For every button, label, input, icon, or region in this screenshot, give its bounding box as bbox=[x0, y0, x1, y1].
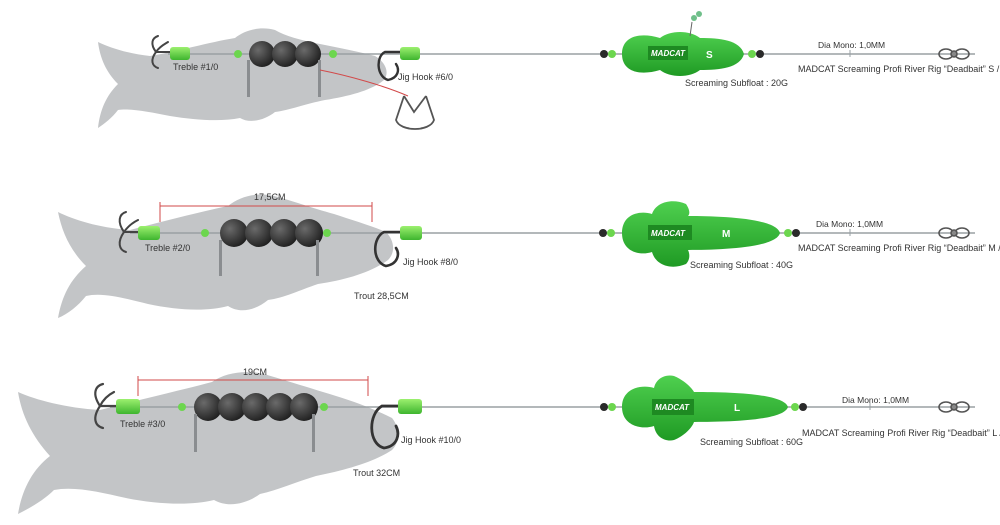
rig-label: MADCAT Screaming Profi River Rig “Deadba… bbox=[802, 428, 1000, 438]
rattle-bead bbox=[266, 393, 294, 421]
rattle-bead bbox=[194, 393, 222, 421]
bait-pin bbox=[194, 414, 197, 452]
treble-sleeve bbox=[116, 399, 140, 414]
jig-sleeve bbox=[398, 399, 422, 414]
rig-large: 19CM Treble #3/0 Jig Hook #10/0 Trout 32… bbox=[18, 367, 1000, 514]
treble-hook bbox=[118, 211, 141, 253]
bait-pin bbox=[316, 240, 319, 276]
bait-clip-icon bbox=[395, 95, 435, 130]
brand-logo bbox=[648, 46, 688, 60]
rig-small: Treble #1/0 Jig Hook #6/0 MADCAT S bbox=[98, 11, 1000, 130]
svg-text:MADCAT: MADCAT bbox=[651, 229, 686, 238]
mono-label: Dia Mono: 1,0MM bbox=[818, 40, 885, 50]
stopper-bead bbox=[234, 50, 242, 58]
rattle-bead bbox=[290, 393, 318, 421]
stopper-bead bbox=[178, 403, 186, 411]
rattle-bead bbox=[218, 393, 246, 421]
rattle-icon bbox=[696, 11, 702, 17]
rattle-bead bbox=[249, 41, 275, 67]
jig-sleeve bbox=[400, 47, 420, 60]
float-bead bbox=[799, 403, 807, 411]
rig-label: MADCAT Screaming Profi River Rig “Deadba… bbox=[798, 64, 1000, 74]
swivel-icon bbox=[938, 48, 970, 60]
jig-sleeve bbox=[400, 226, 422, 240]
measure-bracket bbox=[137, 376, 369, 396]
treble-label: Treble #3/0 bbox=[120, 419, 165, 429]
fish-silhouette bbox=[58, 194, 394, 318]
measure-bracket bbox=[159, 202, 373, 222]
float-bead bbox=[608, 50, 616, 58]
treble-sleeve bbox=[138, 226, 160, 240]
trout-label: Trout 32CM bbox=[353, 468, 400, 478]
jig-hook bbox=[370, 404, 402, 450]
float-bead bbox=[784, 229, 792, 237]
svg-text:MADCAT: MADCAT bbox=[651, 49, 686, 58]
float-bead bbox=[791, 403, 799, 411]
treble-label: Treble #1/0 bbox=[173, 62, 218, 72]
rattle-bead bbox=[272, 41, 298, 67]
rattle-bead bbox=[245, 219, 273, 247]
mono-label: Dia Mono: 1,0MM bbox=[816, 219, 883, 229]
swivel-icon bbox=[938, 401, 970, 413]
bait-pin bbox=[219, 240, 222, 276]
float-bead bbox=[600, 50, 608, 58]
float-bead bbox=[608, 403, 616, 411]
brand-logo bbox=[652, 399, 694, 415]
float-bead bbox=[599, 229, 607, 237]
fish-silhouette bbox=[98, 28, 387, 129]
detail-arrow bbox=[319, 69, 409, 97]
rattle-bead bbox=[295, 41, 321, 67]
float-bead bbox=[748, 50, 756, 58]
jig-hook bbox=[373, 230, 402, 268]
rattle-icon bbox=[691, 15, 697, 21]
treble-hook bbox=[94, 382, 120, 430]
float-bead bbox=[600, 403, 608, 411]
jig-hook bbox=[377, 50, 402, 82]
subfloat: MADCAT S bbox=[600, 11, 764, 76]
subfloat: MADCAT L bbox=[600, 375, 807, 441]
swivel-icon bbox=[938, 227, 970, 239]
svg-text:S: S bbox=[706, 50, 713, 61]
rattle-bead bbox=[242, 393, 270, 421]
measure-label: 17,5CM bbox=[254, 192, 286, 202]
bait-pin bbox=[247, 60, 250, 97]
rig-label: MADCAT Screaming Profi River Rig “Deadba… bbox=[798, 243, 1000, 253]
subfloat: MADCAT M bbox=[599, 201, 800, 267]
jig-label: Jig Hook #6/0 bbox=[398, 72, 453, 82]
rattle-bead bbox=[270, 219, 298, 247]
mono-label: Dia Mono: 1,0MM bbox=[842, 395, 909, 405]
rattle-bead bbox=[220, 219, 248, 247]
jig-label: Jig Hook #8/0 bbox=[403, 257, 458, 267]
float-bead bbox=[756, 50, 764, 58]
stopper-bead bbox=[329, 50, 337, 58]
bait-pin bbox=[312, 414, 315, 452]
treble-label: Treble #2/0 bbox=[145, 243, 190, 253]
subfloat-label: Screaming Subfloat : 20G bbox=[685, 78, 788, 88]
stopper-bead bbox=[320, 403, 328, 411]
trout-label: Trout 28,5CM bbox=[354, 291, 409, 301]
svg-text:L: L bbox=[734, 403, 740, 414]
svg-text:M: M bbox=[722, 229, 730, 240]
jig-label: Jig Hook #10/0 bbox=[401, 435, 461, 445]
stopper-bead bbox=[201, 229, 209, 237]
subfloat-label: Screaming Subfloat : 40G bbox=[690, 260, 793, 270]
measure-label: 19CM bbox=[243, 367, 267, 377]
float-bead bbox=[607, 229, 615, 237]
subfloat-label: Screaming Subfloat : 60G bbox=[700, 437, 803, 447]
treble-hook bbox=[151, 35, 173, 69]
treble-sleeve bbox=[170, 47, 190, 60]
stopper-bead bbox=[323, 229, 331, 237]
bait-pin bbox=[318, 60, 321, 97]
svg-text:MADCAT: MADCAT bbox=[655, 403, 690, 412]
brand-logo bbox=[648, 225, 692, 240]
rig-medium: 17,5CM Treble #2/0 Jig Hook #8/0 Trout 2… bbox=[58, 192, 1000, 318]
float-bead bbox=[792, 229, 800, 237]
